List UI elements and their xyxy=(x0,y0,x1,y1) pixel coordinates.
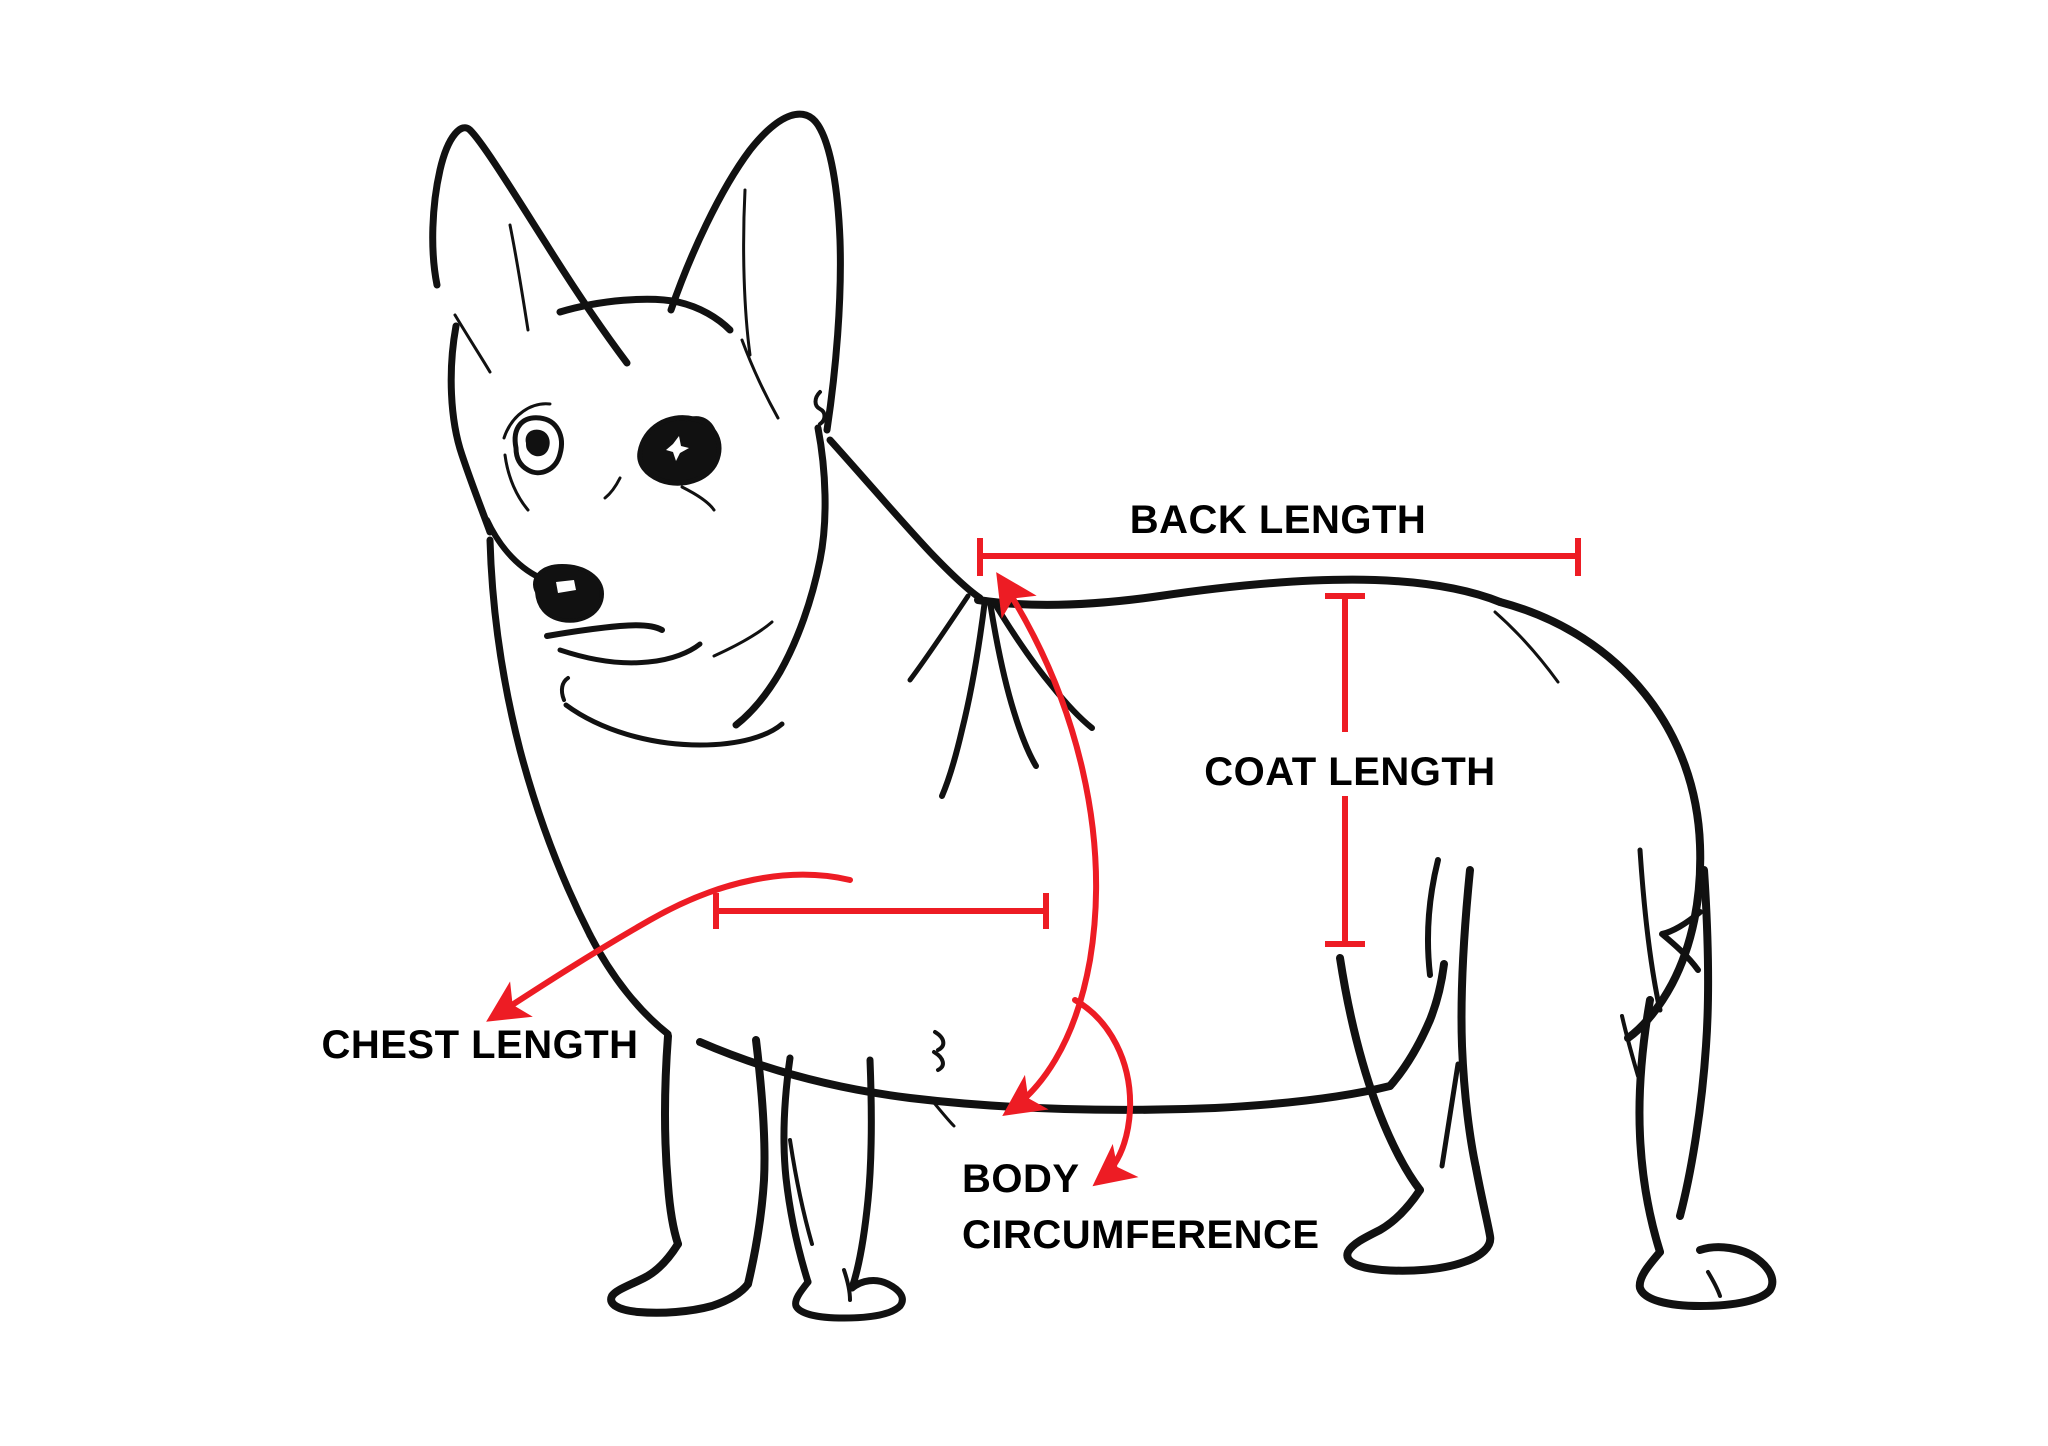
body-circumference-leader-arrow xyxy=(1072,997,1139,1187)
coat-length-marker xyxy=(1325,593,1365,947)
hind-leg-near-back xyxy=(1457,866,1480,1172)
hind-leg-near-front xyxy=(1336,954,1424,1194)
back-length-label: BACK LENGTH xyxy=(1130,498,1427,542)
hind-leg-far-back xyxy=(1676,866,1713,1220)
left-eye-lower-fold xyxy=(503,453,530,512)
muzzle-outline xyxy=(484,517,548,583)
body-circumference-marker xyxy=(996,572,1139,1187)
right-ear-inner-crease xyxy=(742,188,752,357)
hind-leg-far-hock-notch xyxy=(1659,909,1703,973)
right-eye-brow xyxy=(684,416,718,438)
right-ear-outline xyxy=(667,110,844,434)
back-length-marker xyxy=(977,538,1581,576)
mouth-line xyxy=(544,622,665,639)
belly-fur-mark-3 xyxy=(928,1096,956,1128)
head-left-contour xyxy=(447,322,494,536)
left-ear-inner-crease xyxy=(508,223,530,332)
hind-far-paw-toe-mark xyxy=(1706,1270,1722,1298)
right-eye-lower-fold xyxy=(680,485,716,512)
left-eye-pupil xyxy=(525,429,550,457)
front-leg-near-front xyxy=(661,1032,682,1248)
nose-highlight xyxy=(556,580,576,593)
belly-fur-mark-1 xyxy=(933,1030,946,1052)
chin-line xyxy=(557,641,703,666)
body-circumference-label-line2: CIRCUMFERENCE xyxy=(962,1213,1320,1257)
right-ear-inner-crease-2 xyxy=(740,338,780,420)
front-leg-near-paw xyxy=(607,1240,752,1317)
skull-top-outline xyxy=(556,295,734,334)
tail-area-fold xyxy=(1637,847,1663,1013)
flank-contour xyxy=(1386,960,1448,1090)
ruff-stroke-1 xyxy=(939,597,988,799)
hind-leg-far-front xyxy=(1635,996,1664,1256)
nose xyxy=(533,564,604,623)
dog-illustration xyxy=(429,110,1777,1322)
chest-length-leader-arrow xyxy=(486,871,853,1022)
head-right-contour xyxy=(732,424,829,729)
front-leg-far-back xyxy=(848,1056,875,1292)
body-circumference-label-line1: BODY xyxy=(962,1157,1080,1201)
cheek-fold xyxy=(559,676,570,702)
chest-length-label: CHEST LENGTH xyxy=(321,1023,638,1067)
front-leg-far-front xyxy=(780,1054,812,1286)
left-ear-base-fold xyxy=(453,313,492,374)
neck-back-contour xyxy=(826,436,984,602)
right-eye-highlight xyxy=(666,436,689,461)
jaw-curve xyxy=(563,702,785,748)
belly-contour xyxy=(696,1038,1394,1114)
left-eye-brow xyxy=(502,402,552,440)
coat-length-label: COAT LENGTH xyxy=(1204,750,1495,794)
hind-leg-near-muscle-mark xyxy=(1439,1061,1461,1169)
measurement-annotations xyxy=(486,538,1581,1187)
hindquarter-outline xyxy=(1496,598,1705,1042)
cheek-fur-mark xyxy=(712,620,774,658)
left-eye-outline xyxy=(512,415,564,476)
front-leg-far-paw xyxy=(792,1277,906,1322)
front-far-paw-toe-mark xyxy=(842,1268,852,1302)
ruff-stroke-3 xyxy=(992,601,1095,731)
front-leg-near-back xyxy=(744,1036,769,1288)
ruff-stroke-4 xyxy=(907,593,971,683)
ear-notch-mark xyxy=(813,390,827,426)
measurement-labels: BACK LENGTH COAT LENGTH CHEST LENGTH BOD… xyxy=(321,498,1495,1257)
muzzle-bridge-line xyxy=(603,476,622,500)
hind-leg-far-muscle-mark xyxy=(1620,1014,1640,1078)
belly-fur-mark-2 xyxy=(932,1050,945,1072)
hind-leg-far-paw xyxy=(1635,1243,1777,1310)
rump-inner-mark xyxy=(1493,610,1560,684)
front-far-leg-elbow-mark xyxy=(788,1138,814,1246)
back-topline xyxy=(974,575,1504,609)
body-circumference-girth-arrow xyxy=(996,572,1099,1116)
rear-thigh-crease xyxy=(1425,857,1441,978)
left-ear-outline xyxy=(429,124,631,367)
neck-front-contour xyxy=(486,536,594,939)
hind-leg-near-hock xyxy=(1343,1164,1495,1275)
